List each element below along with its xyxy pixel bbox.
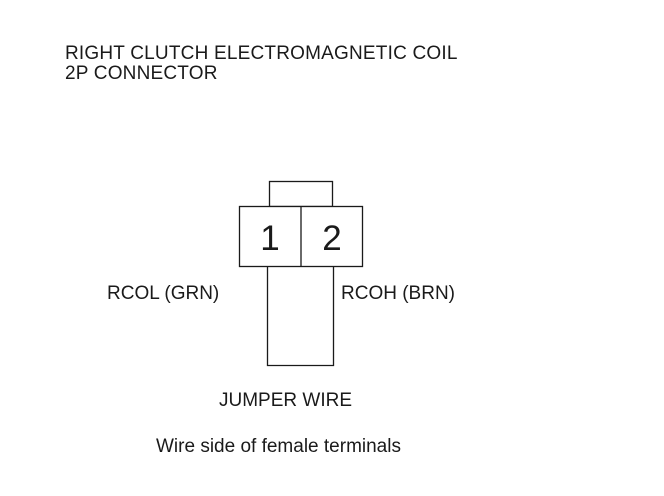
jumper-wire bbox=[266, 266, 335, 367]
jumper-wire-label: JUMPER WIRE bbox=[219, 390, 352, 411]
diagram-title-line-2: 2P CONNECTOR bbox=[65, 63, 218, 84]
diagram-title-line-1: RIGHT CLUTCH ELECTROMAGNETIC COIL bbox=[65, 43, 458, 64]
pin-2-number: 2 bbox=[322, 219, 341, 258]
pin-1-number: 1 bbox=[260, 219, 279, 258]
right-wire-label: RCOH (BRN) bbox=[341, 283, 455, 304]
left-wire-label: RCOL (GRN) bbox=[107, 283, 220, 304]
connector-lock-tab bbox=[268, 180, 334, 208]
diagram-caption: Wire side of female terminals bbox=[156, 436, 401, 457]
